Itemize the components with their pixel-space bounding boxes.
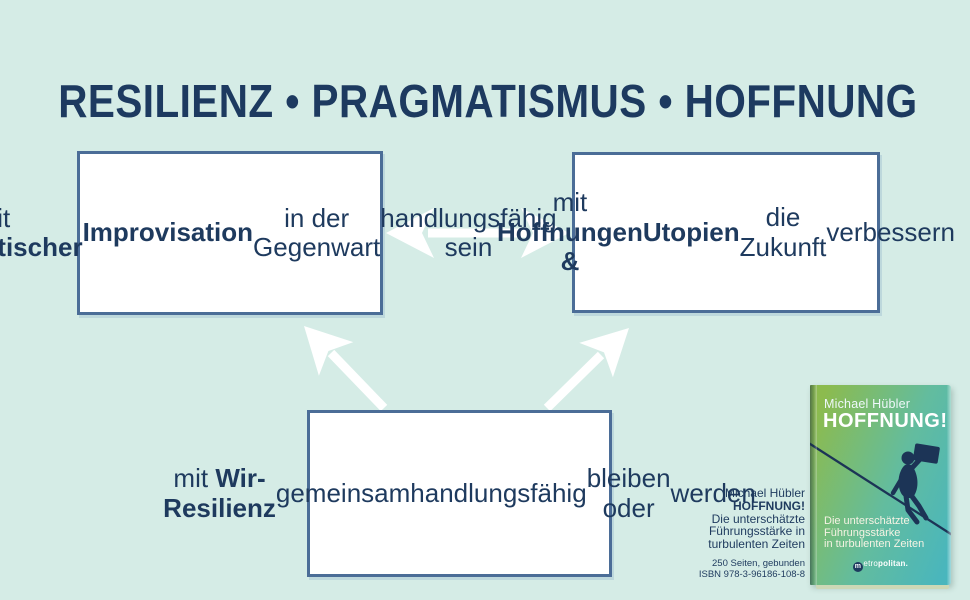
book-title: HOFFNUNG! [823,410,948,432]
book-page-edge [947,385,951,585]
book-spine [810,385,817,585]
businessman-silhouette-icon [890,443,940,525]
tightrope-walker-illustration [810,442,951,536]
tightrope-line [810,442,951,536]
book-cover-front: Michael Hübler HOFFNUNG! Die unterschätz… [810,385,951,585]
book-author: Michael Hübler [824,397,911,411]
book-caption-details: 250 Seiten, gebunden ISBN 978-3-96186-10… [698,558,805,580]
book-subtitle: Die unterschätzte Führungsstärke in turb… [824,515,925,551]
arrow-up-right-icon [543,328,629,412]
box-pragmatische-improvisation: mit pragmatischerImprovisationin der Geg… [0,151,557,315]
book-page-edges [816,585,949,589]
book-pages-info: 250 Seiten, gebunden [712,558,805,570]
publisher-m-icon: m [852,561,863,572]
double-arrow-icon [386,208,569,258]
arrow-up-left-icon [304,326,388,412]
page-title: RESILIENZ • PRAGMATISMUS • HOFFNUNG [58,75,918,127]
book-isbn: ISBN 978-3-96186-108-8 [698,568,805,580]
book-cover: Michael Hübler HOFFNUNG! Die unterschätz… [810,385,951,589]
